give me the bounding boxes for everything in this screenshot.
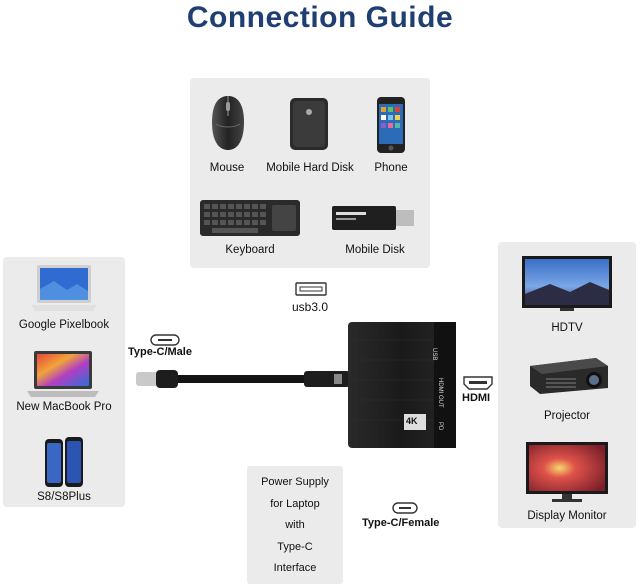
type-c-cable [136, 370, 350, 388]
usb-stick-icon [332, 206, 414, 230]
hdmi-port-icon [463, 376, 493, 390]
laptop-icon [31, 265, 97, 311]
usb-port-label: usb3.0 [292, 300, 329, 314]
type-c-male-icon [150, 334, 180, 346]
type-c-female-icon [392, 502, 418, 514]
hub-badge-4k: 4K [406, 416, 418, 426]
usb-port-icon [295, 282, 327, 296]
mobile-disk-label: Mobile Disk [345, 244, 405, 256]
left-devices-panel: Google Pixelbook New MacBook Pro S8/S8Pl… [3, 257, 125, 507]
top-devices-panel: Mouse Mobile Hard Disk Phone Keyboard M [190, 78, 430, 268]
adapter-hub [348, 322, 456, 448]
keyboard-label: Keyboard [225, 244, 275, 256]
tv-icon [522, 256, 612, 311]
phone-icon [377, 97, 405, 153]
monitor-label: Display Monitor [527, 510, 607, 522]
hub-pd-label: PD [437, 422, 443, 431]
projector-icon [530, 358, 608, 394]
hard-disk-label: Mobile Hard Disk [266, 162, 354, 174]
galaxy-phones-icon [45, 437, 83, 487]
power-supply-box: Power Supply for Laptop with Type-C Inte… [247, 466, 343, 584]
monitor-icon [526, 442, 608, 502]
macbook-label: New MacBook Pro [16, 401, 112, 413]
hdtv-label: HDTV [551, 322, 583, 334]
power-supply-line-1: Power Supply [261, 476, 329, 488]
pixelbook-label: Google Pixelbook [18, 319, 110, 331]
keyboard-icon [200, 200, 300, 236]
hard-disk-icon [290, 98, 328, 150]
power-supply-line-3: with [285, 519, 305, 531]
hdmi-port-label: HDMI [462, 392, 491, 404]
type-c-female-label: Type-C/Female [362, 517, 440, 529]
mouse-label: Mouse [209, 162, 245, 174]
mouse-icon [212, 96, 244, 150]
power-supply-line-5: Interface [273, 562, 317, 574]
galaxy-label: S8/S8Plus [37, 491, 91, 503]
type-c-male-label: Type-C/Male [128, 346, 192, 358]
phone-label: Phone [374, 162, 408, 174]
power-supply-line-4: Type-C [277, 541, 313, 553]
power-supply-line-2: for Laptop [270, 498, 320, 510]
macbook-icon [27, 351, 99, 397]
projector-label: Projector [543, 410, 591, 422]
hub-usb-label: USB [431, 348, 437, 361]
page-title: Connection Guide [186, 1, 454, 34]
hub-hdmi-label: HDMI OUT [437, 378, 443, 408]
right-devices-panel: HDTV Projector Display Monitor [498, 242, 636, 528]
